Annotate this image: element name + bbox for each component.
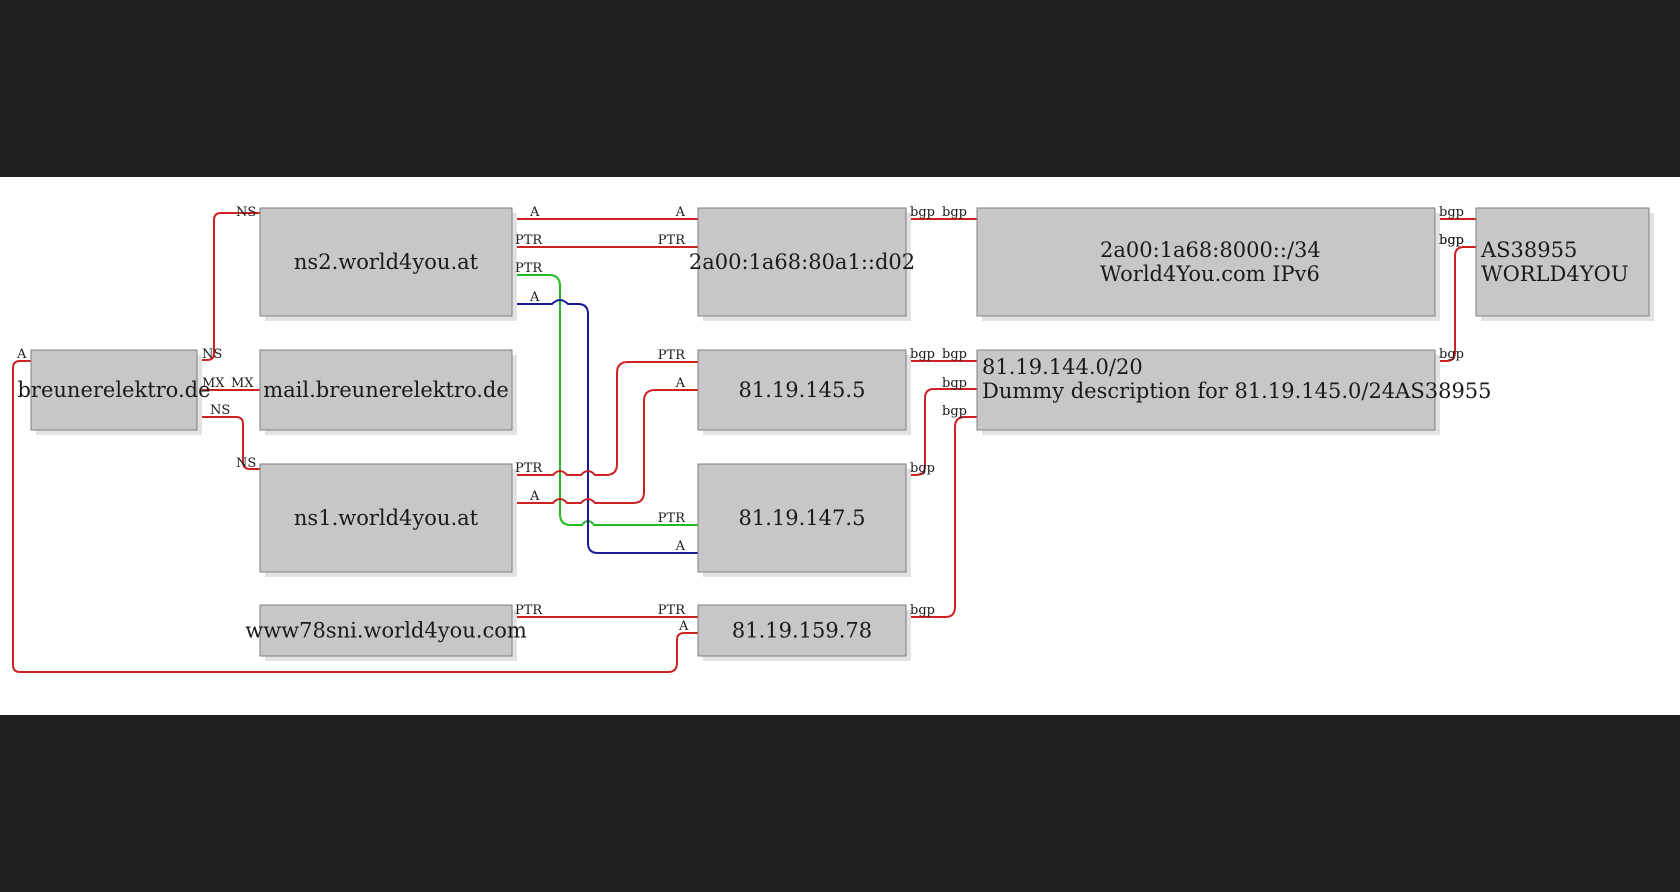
- edge-target-label: bgp: [1439, 233, 1464, 248]
- node-box: [697, 463, 907, 573]
- edge-target-label: NS: [236, 205, 256, 220]
- edge-source-label: PTR: [515, 603, 543, 618]
- node-box: [259, 463, 513, 573]
- node-ns2[interactable]: ns2.world4you.at: [259, 207, 517, 321]
- node-label: ns2.world4you.at: [294, 250, 479, 274]
- edge-source-label: A: [529, 205, 540, 220]
- node-label: WORLD4YOU: [1481, 262, 1629, 286]
- edge-be-ip159: [12, 360, 698, 673]
- node-label: 81.19.159.78: [732, 619, 872, 643]
- edge-source-label: bgp: [910, 347, 935, 362]
- node-label: 2a00:1a68:80a1::d02: [689, 250, 915, 274]
- edge-target-label: A: [675, 376, 686, 391]
- edge-source-label: bgp: [910, 603, 935, 618]
- node-box: [259, 604, 513, 657]
- edge-target-label: bgp: [942, 376, 967, 391]
- edge-line: [906, 388, 977, 476]
- node-ip147[interactable]: 81.19.147.5: [697, 463, 911, 577]
- edge-ip159-prefix4: [906, 416, 977, 618]
- node-mail[interactable]: mail.breunerelektro.de: [259, 349, 517, 435]
- node-box: [697, 604, 907, 657]
- edge-target-label: A: [675, 539, 686, 554]
- edge-target-label: MX: [231, 376, 254, 391]
- node-ip159[interactable]: 81.19.159.78: [697, 604, 911, 661]
- edge-target-label: PTR: [658, 511, 686, 526]
- edge-target-label: bgp: [942, 205, 967, 220]
- edge-ip147-prefix4: [906, 388, 977, 476]
- node-box: [697, 207, 907, 317]
- edge-target-label: NS: [236, 456, 256, 471]
- node-label: World4You.com IPv6: [1100, 262, 1320, 286]
- node-ns1[interactable]: ns1.world4you.at: [259, 463, 517, 577]
- node-label: 81.19.147.5: [739, 506, 866, 530]
- node-label: 81.19.145.5: [739, 378, 866, 402]
- edge-line: [197, 416, 260, 470]
- node-ip145[interactable]: 81.19.145.5: [697, 349, 911, 435]
- edge-line: [906, 416, 977, 618]
- edge-source-label: NS: [210, 403, 230, 418]
- node-box: [1475, 207, 1650, 317]
- edge-ns2-ip147-ptr: [512, 274, 698, 526]
- edge-be-ns1: [197, 416, 260, 470]
- edge-source-label: PTR: [515, 261, 543, 276]
- edge-source-label: A: [529, 489, 540, 504]
- node-www78sni[interactable]: www78sni.world4you.com: [245, 604, 527, 661]
- node-label: ns1.world4you.at: [294, 506, 479, 530]
- edge-target-label: PTR: [658, 233, 686, 248]
- edge-source-label: bgp: [1439, 205, 1464, 220]
- edge-ns1-ip145-ptr: [512, 361, 698, 476]
- node-box: [30, 349, 198, 431]
- edge-ns2-ip147-a: [512, 299, 698, 554]
- node-box: [259, 349, 513, 431]
- edge-line: [512, 274, 698, 526]
- node-label: mail.breunerelektro.de: [263, 378, 509, 402]
- edge-source-label: A: [529, 290, 540, 305]
- node-label: breunerelektro.de: [17, 378, 210, 402]
- edge-target-label: A: [675, 205, 686, 220]
- edge-source-label: bgp: [1439, 347, 1464, 362]
- nodes-layer: breunerelektro.de ns2.world4you.at mail.br…: [17, 207, 1654, 661]
- edge-target-label: A: [678, 619, 689, 634]
- edge-target-label: PTR: [658, 348, 686, 363]
- node-label: www78sni.world4you.com: [245, 619, 527, 643]
- node-label: AS38955: [1480, 238, 1577, 262]
- edge-source-label: bgp: [910, 461, 935, 476]
- edge-source-label: A: [16, 347, 27, 362]
- edge-target-label: bgp: [1439, 233, 1464, 248]
- edge-source-label: MX: [202, 376, 225, 391]
- edge-source-label: PTR: [515, 233, 543, 248]
- node-box: [976, 207, 1436, 317]
- edge-ns1-ip145-a: [512, 389, 698, 504]
- node-ipv6addr[interactable]: 2a00:1a68:80a1::d02: [689, 207, 915, 321]
- edge-line: [197, 212, 260, 361]
- edges-layer: [12, 212, 1476, 673]
- edge-target-label: bgp: [942, 347, 967, 362]
- edge-line: [1435, 246, 1476, 362]
- node-label: 81.19.144.0/20: [982, 355, 1143, 379]
- edge-line: [512, 389, 698, 504]
- edge-source-label: NS: [202, 347, 222, 362]
- edge-source-label: bgp: [910, 205, 935, 220]
- node-box: [697, 349, 907, 431]
- node-breunerelektro[interactable]: breunerelektro.de: [17, 349, 211, 435]
- edge-line: [12, 360, 698, 673]
- edge-line: [512, 299, 698, 554]
- node-box: [259, 207, 513, 317]
- edge-target-label: bgp: [942, 404, 967, 419]
- diagram-canvas: breunerelektro.de ns2.world4you.at mail.br…: [0, 177, 1680, 715]
- node-box: [976, 349, 1436, 431]
- edge-prefix4-asn: [1435, 246, 1476, 362]
- node-label: 2a00:1a68:8000::/34: [1100, 238, 1321, 262]
- edge-source-label: PTR: [515, 461, 543, 476]
- edge-line: [512, 361, 698, 476]
- dns-graph: breunerelektro.de ns2.world4you.at mail.br…: [12, 205, 1654, 673]
- edge-target-label: PTR: [658, 603, 686, 618]
- node-label: Dummy description for 81.19.145.0/24AS38…: [982, 379, 1492, 403]
- edge-be-ns2: [197, 212, 260, 361]
